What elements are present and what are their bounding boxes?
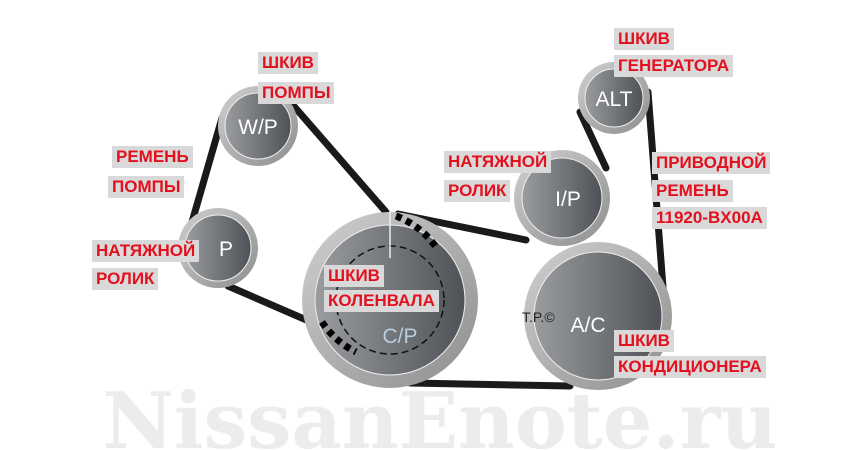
label-drive-belt-part-number: 11920-BX00A [652, 207, 767, 229]
pulley-water-pump: W/P [218, 86, 298, 166]
svg-text:I/P: I/P [555, 188, 581, 211]
svg-text:ALT: ALT [596, 88, 633, 111]
crank-pulley-label: C/P [382, 325, 417, 348]
label-pump-belt: ПОМПЫ [108, 176, 185, 198]
label-drive-belt: РЕМЕНЬ [652, 180, 733, 202]
label-pump-belt: РЕМЕНЬ [112, 146, 193, 168]
label-crank: КОЛЕНВАЛА [324, 290, 439, 312]
drive-belt-segment [406, 379, 574, 390]
pulley-alternator: ALT [578, 62, 650, 134]
watermark: NissanEnote.ru [103, 376, 778, 450]
pump-belt-segment [188, 114, 226, 226]
copyright-mark: T.P.© [522, 309, 555, 325]
label-crank: ШКИВ [324, 265, 384, 287]
svg-text:W/P: W/P [238, 116, 278, 139]
label-ac: КОНДИЦИОНЕРА [614, 356, 766, 378]
drive-belt-segment [576, 108, 610, 172]
pump-belt-segment [224, 282, 322, 329]
label-drive-belt: ПРИВОДНОЙ [652, 152, 771, 174]
svg-text:P: P [219, 238, 233, 261]
label-idler: НАТЯЖНОЙ [92, 240, 200, 262]
label-water-pump: ШКИВ [258, 52, 318, 74]
label-idler: РОЛИК [92, 268, 159, 290]
label-ac: ШКИВ [614, 330, 674, 352]
label-tensioner: РОЛИК [444, 180, 511, 202]
pump-belt-segment [288, 100, 390, 216]
label-alternator: ШКИВ [614, 28, 674, 50]
label-alternator: ГЕНЕРАТОРА [614, 55, 734, 77]
svg-text:A/C: A/C [570, 314, 605, 337]
label-water-pump: ПОМПЫ [258, 82, 335, 104]
pulley-idler: P [178, 208, 258, 288]
pulley-tensioner: I/P [514, 150, 610, 246]
label-tensioner: НАТЯЖНОЙ [444, 151, 552, 173]
